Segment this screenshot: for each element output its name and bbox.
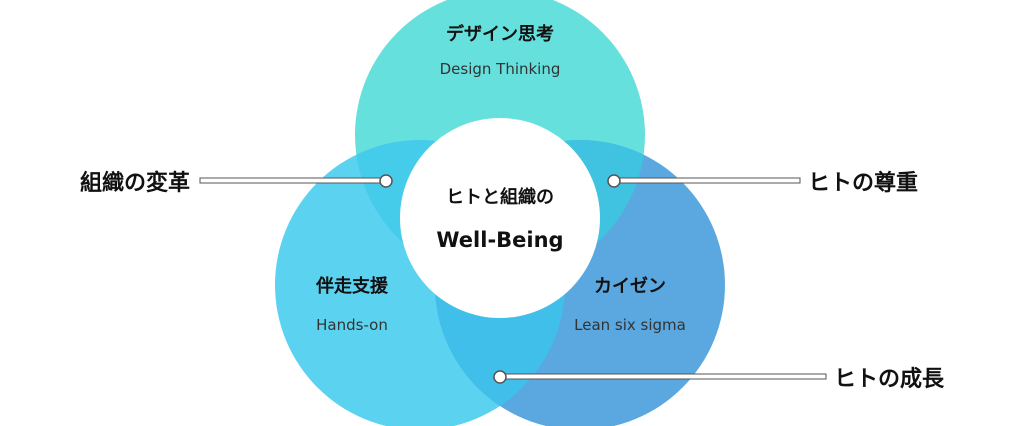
- top-circle-subtitle: Design Thinking: [440, 60, 561, 78]
- left-circle-subtitle: Hands-on: [316, 316, 388, 334]
- callout-right-bottom-line: [499, 373, 827, 380]
- callout-right-bottom-dot: [493, 370, 507, 384]
- center-circle: [400, 118, 600, 318]
- right-circle-subtitle: Lean six sigma: [574, 316, 686, 334]
- callout-right-top-label: ヒトの尊重: [808, 170, 918, 196]
- callout-right-top: ヒトの尊重: [607, 170, 918, 196]
- callout-right-top-line: [613, 177, 801, 184]
- center-title-jp: ヒトと組織の: [446, 186, 554, 208]
- callout-right-bottom-label: ヒトの成長: [834, 367, 945, 392]
- callout-left-label: 組織の変革: [80, 170, 190, 196]
- callout-right-bottom: ヒトの成長: [493, 367, 945, 392]
- right-circle-title: カイゼン: [594, 275, 666, 297]
- callout-left-dot: [379, 174, 393, 188]
- callout-left-line: [199, 177, 387, 184]
- callout-left: 組織の変革: [80, 170, 393, 196]
- center-title-en: Well-Being: [436, 228, 563, 252]
- callout-right-top-dot: [607, 174, 621, 188]
- top-circle-title: デザイン思考: [446, 23, 554, 45]
- left-circle-title: 伴走支援: [315, 275, 389, 297]
